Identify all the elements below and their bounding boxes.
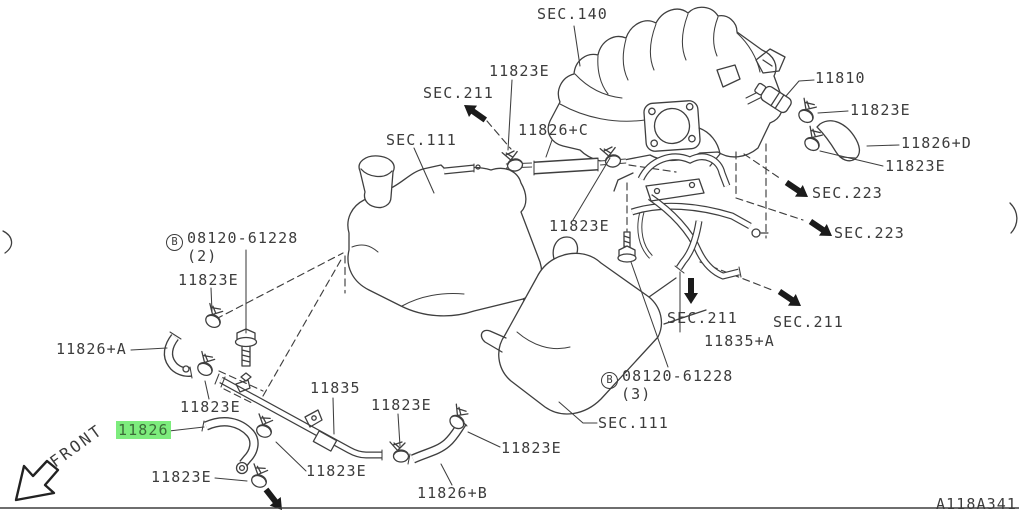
bolt-drawing-2 <box>617 231 637 263</box>
label-sec223-1[interactable]: SEC.223 <box>812 184 883 202</box>
arrow-icon-sec223-1 <box>782 176 812 203</box>
bolt-drawing-1 <box>234 328 258 382</box>
label-clamp-pipe-end[interactable]: 11823E <box>371 396 432 414</box>
label-sec111-top[interactable]: SEC.111 <box>386 131 457 149</box>
label-clamp-top[interactable]: 11823E <box>489 62 550 80</box>
engine-edge-fragment-right <box>1009 202 1018 234</box>
leader-lines <box>130 25 900 486</box>
front-arrow-icon <box>14 459 60 502</box>
label-hose-11826-selected[interactable]: 11826 <box>116 421 171 439</box>
hose-11826A-drawing <box>163 331 193 379</box>
label-clamp-11810[interactable]: 11823E <box>850 101 911 119</box>
label-hose-b[interactable]: 11826+B <box>417 484 488 502</box>
label-pipe-11835a[interactable]: 11835+A <box>704 332 775 350</box>
pcv-valve-11810-drawing <box>754 82 792 114</box>
label-clamp-left[interactable]: 11823E <box>178 271 239 289</box>
oil-filler-cap <box>358 155 395 209</box>
label-hose-c[interactable]: 11826+C <box>518 121 589 139</box>
arrow-icon-sec211-top <box>459 99 490 126</box>
arrow-icon-sec211-down <box>684 278 698 304</box>
label-bolt-2-qty: (2) <box>187 247 218 265</box>
label-clamp-bottom-center[interactable]: 11823E <box>306 462 367 480</box>
label-sec111-bottom[interactable]: SEC.111 <box>598 414 669 432</box>
label-bolt-3-qty: (3) <box>621 385 652 403</box>
label-hose-d[interactable]: 11826+D <box>901 134 972 152</box>
label-pipe-11835[interactable]: 11835 <box>310 379 361 397</box>
engine-edge-fragment-left <box>2 230 13 254</box>
label-clamp-center[interactable]: 11823E <box>549 217 610 235</box>
label-sec211-bottom[interactable]: SEC.211 <box>667 309 738 327</box>
label-clamp-hose-b[interactable]: 11823E <box>501 439 562 457</box>
label-clamp-hose-d[interactable]: 11823E <box>885 157 946 175</box>
arrow-icon-sec223-2 <box>806 215 836 242</box>
hose-11826-drawing <box>201 417 259 475</box>
intake-manifold-drawing <box>547 6 786 167</box>
lower-cover-drawing <box>480 236 707 415</box>
throttle-body-flange <box>643 100 701 152</box>
label-pcv-valve-11810[interactable]: 11810 <box>815 69 866 87</box>
circled-b-icon: B <box>166 234 183 252</box>
pipe-11835-drawing <box>214 373 383 461</box>
label-sec211-top[interactable]: SEC.211 <box>423 84 494 102</box>
label-clamp-bottom-left[interactable]: 11823E <box>151 468 212 486</box>
hose-11826D-drawing <box>816 120 861 162</box>
label-sec223-2[interactable]: SEC.223 <box>834 224 905 242</box>
label-sec211-right[interactable]: SEC.211 <box>773 313 844 331</box>
dashed-projection-lines-left <box>215 120 512 405</box>
highlighted-part-number[interactable]: 11826 <box>116 421 171 439</box>
label-sec140[interactable]: SEC.140 <box>537 5 608 23</box>
arrow-icon-sec211-right <box>775 285 805 312</box>
valve-cover-drawing <box>347 155 550 345</box>
label-hose-a[interactable]: 11826+A <box>56 340 127 358</box>
circled-b-icon: B <box>601 372 618 390</box>
label-clamp-elbow[interactable]: 11823E <box>180 398 241 416</box>
drawing-code: A118A341 <box>936 495 1018 512</box>
pipe-assembly-drawing <box>613 153 771 280</box>
